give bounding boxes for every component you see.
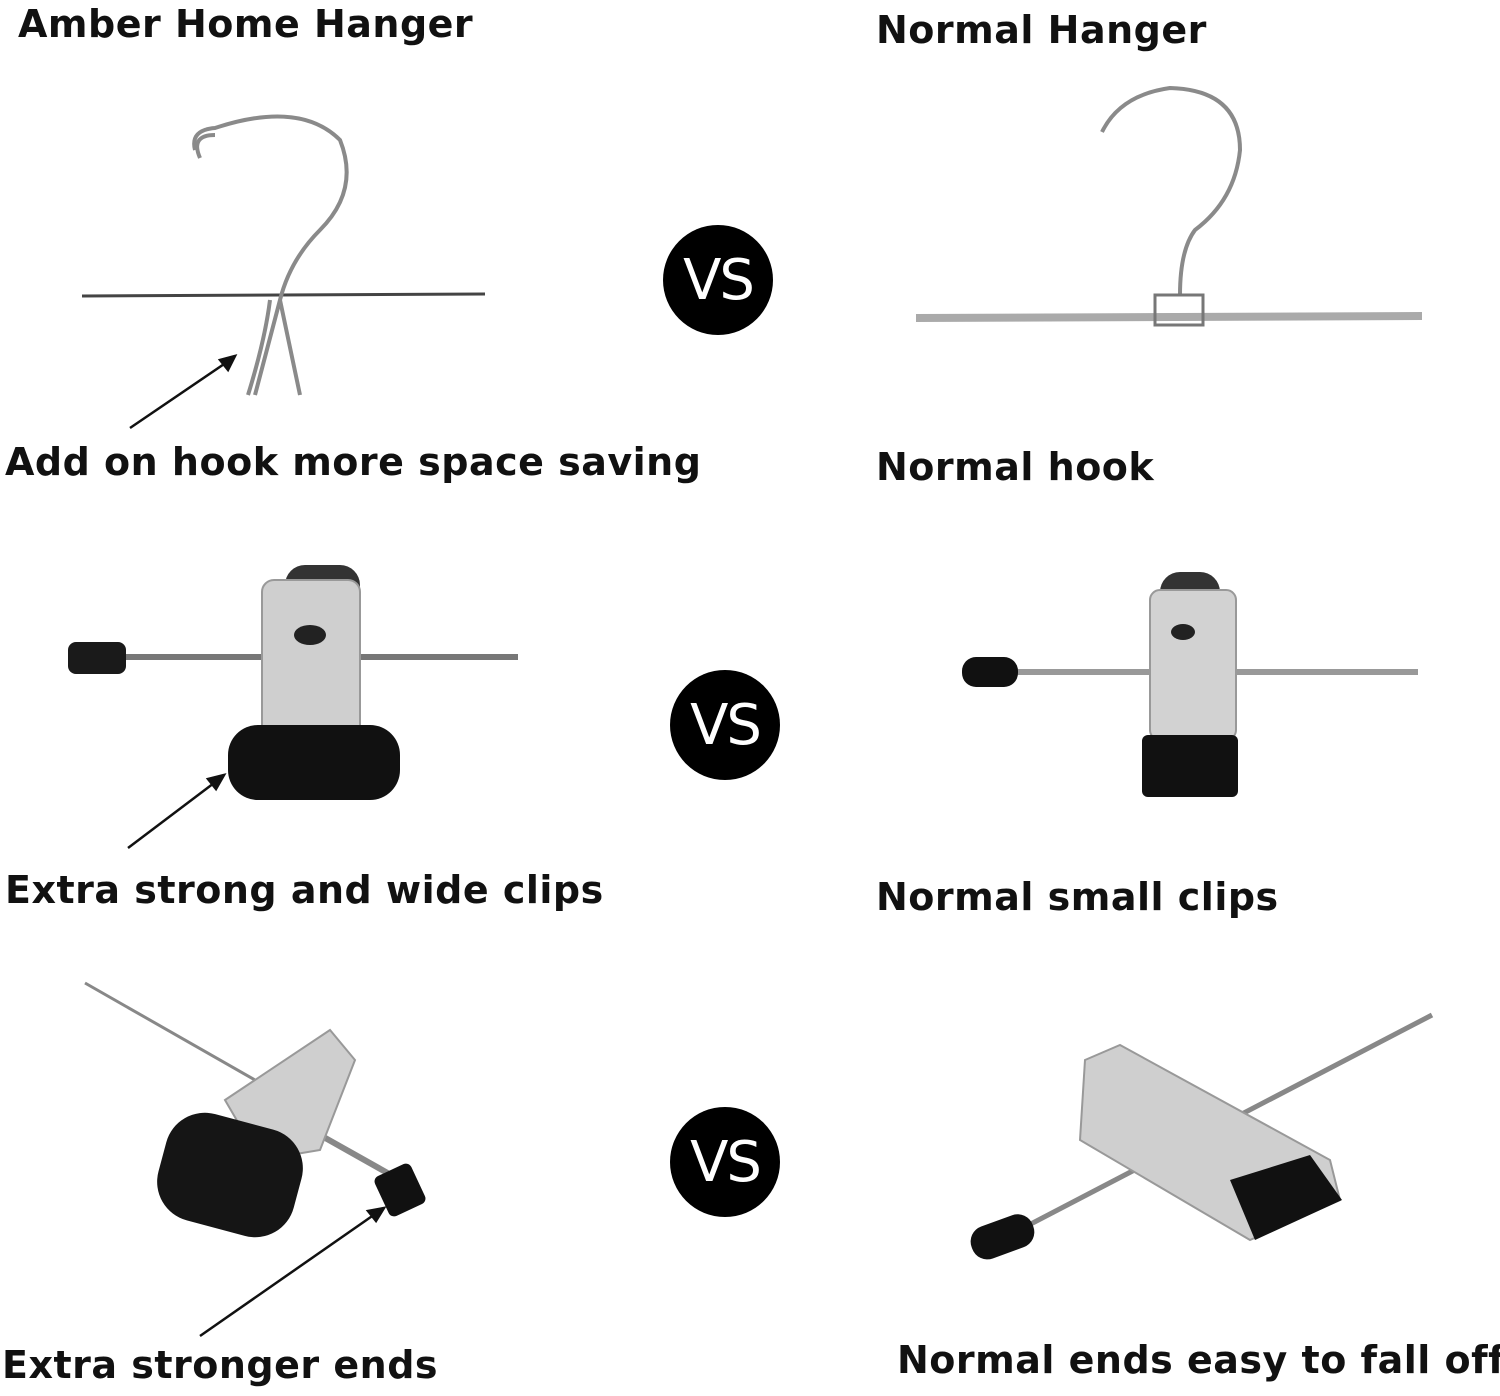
vs-badge: VS <box>670 1107 780 1217</box>
amber-hook-image <box>81 114 486 396</box>
vs-badge: VS <box>670 670 780 780</box>
left-feature-hook: Add on hook more space saving <box>5 440 702 484</box>
amber-ends-image <box>84 981 426 1238</box>
left-title: Amber Home Hanger <box>18 2 474 46</box>
right-title: Normal Hanger <box>876 8 1207 52</box>
right-feature-ends: Normal ends easy to fall off <box>897 1338 1500 1382</box>
amber-clip-image <box>68 565 518 800</box>
arrow-icon <box>129 354 238 430</box>
normal-hook-image <box>915 85 1423 327</box>
left-feature-clips: Extra strong and wide clips <box>5 868 604 912</box>
vs-badge: VS <box>663 225 773 335</box>
right-feature-clips: Normal small clips <box>876 875 1279 919</box>
arrow-icon <box>199 1206 387 1338</box>
right-feature-hook: Normal hook <box>876 445 1155 489</box>
left-feature-ends: Extra stronger ends <box>2 1343 439 1387</box>
arrow-icon <box>127 773 227 849</box>
normal-clip-image <box>962 572 1418 797</box>
normal-ends-image <box>970 1012 1434 1260</box>
